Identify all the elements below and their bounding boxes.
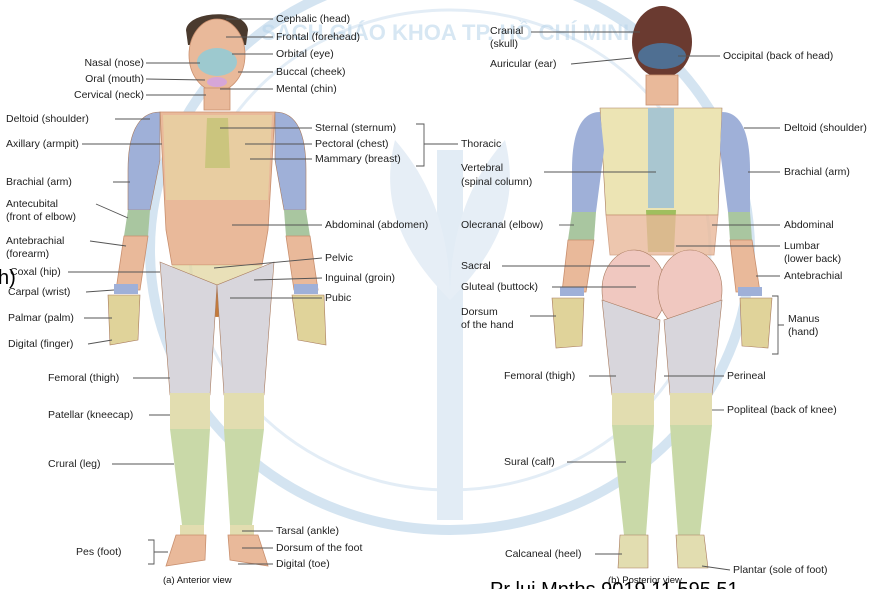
label-oral: Oral (mouth)	[85, 73, 144, 85]
label-dorsum-foot: Dorsum of the foot	[276, 542, 362, 554]
label-sacral: Sacral	[461, 260, 491, 272]
label-antebrachial-anterior: Antebrachial	[6, 235, 64, 247]
label-pes: Pes (foot)	[76, 546, 122, 558]
label-abdominal-anterior: Abdominal (abdomen)	[325, 219, 428, 231]
label-carpal: Carpal (wrist)	[8, 286, 70, 298]
label-pubic: Pubic	[325, 292, 351, 304]
label-cervical: Cervical (neck)	[74, 89, 144, 101]
label-pelvic: Pelvic	[325, 252, 353, 264]
label-olecranal: Olecranal (elbow)	[461, 219, 543, 231]
label-buccal: Buccal (cheek)	[276, 66, 345, 78]
label-dorsum-hand: Dorsum	[461, 306, 498, 318]
label-manus-sub: (hand)	[788, 326, 818, 338]
label-palmar: Palmar (palm)	[8, 312, 74, 324]
label-thoracic: Thoracic	[461, 138, 501, 150]
sternal-region	[205, 118, 230, 168]
label-brachial-anterior: Brachial (arm)	[6, 176, 72, 188]
label-nasal: Nasal (nose)	[84, 57, 144, 69]
label-lumbar-sub: (lower back)	[784, 253, 841, 265]
label-digital-toe: Digital (toe)	[276, 558, 330, 570]
label-dorsum-hand-sub: of the hand	[461, 319, 514, 331]
label-tarsal: Tarsal (ankle)	[276, 525, 339, 537]
label-cephalic: Cephalic (head)	[276, 13, 350, 25]
label-manus: Manus	[788, 313, 820, 325]
label-deltoid-posterior: Deltoid (shoulder)	[784, 122, 867, 134]
label-antebrachial-posterior: Antebrachial	[784, 270, 842, 282]
label-pectoral: Pectoral (chest)	[315, 138, 389, 150]
label-crural: Crural (leg)	[48, 458, 101, 470]
label-cranial: Cranial	[490, 25, 523, 37]
label-coxal: Coxal (hip)	[10, 266, 61, 278]
label-cranial-sub: (skull)	[490, 38, 518, 50]
label-mammary: Mammary (breast)	[315, 153, 401, 165]
label-inguinal: Inguinal (groin)	[325, 272, 395, 284]
caption-anterior: (a) Anterior view	[163, 575, 232, 586]
label-antebrachial-sub: (forearm)	[6, 248, 49, 260]
label-calcaneal: Calcaneal (heel)	[505, 548, 581, 560]
label-gluteal: Gluteal (buttock)	[461, 281, 538, 293]
label-frontal: Frontal (forehead)	[276, 31, 360, 43]
label-perineal: Perineal	[727, 370, 766, 382]
cut-off-bottom-text: Pr lui Mnths 9019 11 595 51	[490, 579, 739, 589]
cut-off-left-text: h)	[0, 267, 16, 289]
label-deltoid-anterior: Deltoid (shoulder)	[6, 113, 89, 125]
label-auricular: Auricular (ear)	[490, 58, 557, 70]
mouth-region	[207, 77, 227, 87]
label-antecubital-sub: (front of elbow)	[6, 211, 76, 223]
label-vertebral: Vertebral	[461, 162, 503, 174]
label-plantar: Plantar (sole of foot)	[733, 564, 828, 576]
label-occipital: Occipital (back of head)	[723, 50, 833, 62]
label-abdominal-posterior: Abdominal	[784, 219, 834, 231]
label-antecubital: Antecubital	[6, 198, 58, 210]
label-lumbar: Lumbar	[784, 240, 820, 252]
label-digital-finger: Digital (finger)	[8, 338, 73, 350]
label-popliteal: Popliteal (back of knee)	[727, 404, 837, 416]
label-sural: Sural (calf)	[504, 456, 555, 468]
label-axillary: Axillary (armpit)	[6, 138, 79, 150]
face-region	[197, 48, 237, 76]
label-brachial-posterior: Brachial (arm)	[784, 166, 850, 178]
label-vertebral-sub: (spinal column)	[461, 176, 532, 188]
label-mental: Mental (chin)	[276, 83, 337, 95]
label-orbital: Orbital (eye)	[276, 48, 334, 60]
label-sternal: Sternal (sternum)	[315, 122, 396, 134]
label-femoral-anterior: Femoral (thigh)	[48, 372, 119, 384]
label-femoral-posterior: Femoral (thigh)	[504, 370, 575, 382]
label-patellar: Patellar (kneecap)	[48, 409, 133, 421]
